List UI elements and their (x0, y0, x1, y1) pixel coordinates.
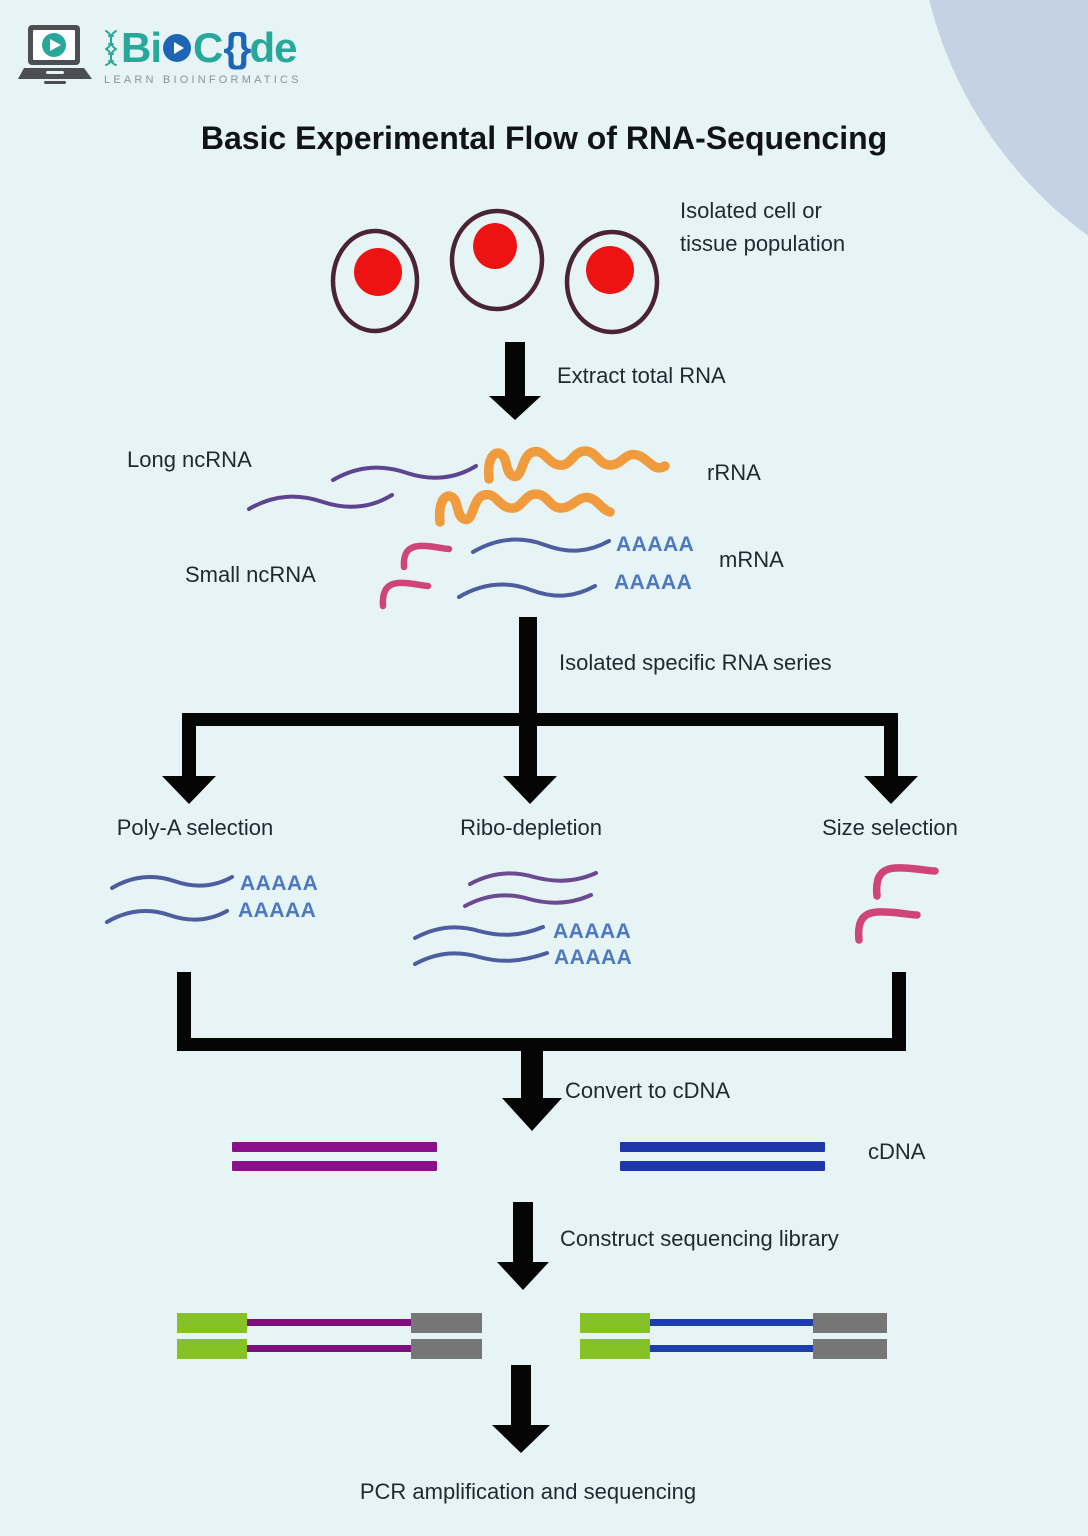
long-ncrna-label: Long ncRNA (127, 447, 252, 472)
insert-strand-blue (650, 1345, 813, 1352)
nucleus-icon (586, 246, 634, 294)
arrow-down-icon (502, 1098, 562, 1131)
biocode-logo: Bi C {} de LEARN BIOINFORMATICS (18, 24, 302, 86)
small-ncrna-label: Small ncRNA (185, 562, 316, 587)
mrna-strand (413, 925, 545, 940)
mrna-label: mRNA (719, 547, 784, 572)
rna-pool-figure (247, 446, 670, 610)
insert-strand-blue (650, 1319, 813, 1326)
nucleus-icon (354, 248, 402, 296)
construct-label: Construct sequencing library (560, 1226, 839, 1251)
nucleus-icon (473, 223, 517, 269)
brand-play-icon (163, 34, 191, 62)
small-ncrna-strand (854, 908, 921, 944)
polya-tail-text: AAAAA (240, 872, 319, 895)
cdna-strand-blue (620, 1142, 825, 1152)
convert-label: Convert to cDNA (565, 1078, 731, 1103)
polya-tail-text: AAAAA (553, 920, 632, 943)
polya-selection-figure (105, 875, 234, 924)
adapter-green (177, 1339, 247, 1359)
cdna-label: cDNA (868, 1139, 926, 1164)
arrow-down-icon (864, 776, 918, 804)
adapter-green (580, 1313, 650, 1333)
cells-label-line1: Isolated cell or (680, 198, 822, 223)
cells-label-line2: tissue population (680, 231, 846, 256)
small-ncrna-strand (400, 542, 453, 571)
mrna-strand (110, 875, 234, 890)
polya-tail-text: AAAAA (238, 899, 317, 922)
insert-strand-purple (247, 1345, 411, 1352)
long-ncrna-strand (463, 893, 593, 908)
cell-icon (449, 208, 545, 312)
arrow-down-icon (492, 1365, 550, 1453)
arrow-down-icon (162, 776, 216, 804)
mrna-strand (457, 582, 597, 599)
arrow-down-icon (503, 776, 557, 804)
polya-tail-text: AAAAA (616, 533, 695, 556)
cdna-strand-purple (232, 1142, 437, 1152)
rrna-label: rRNA (707, 460, 761, 485)
adapter-gray (411, 1313, 482, 1333)
corner-circle-decoration (917, 0, 1088, 315)
polya-tail-text: AAAAA (554, 946, 633, 969)
rrna-strand (483, 446, 670, 484)
cell-icon (330, 228, 420, 334)
rrna-strand (434, 489, 615, 527)
isolate-label: Isolated specific RNA series (559, 650, 832, 675)
long-ncrna-strand (331, 464, 478, 482)
adapter-gray (813, 1313, 887, 1333)
mrna-strand (413, 951, 549, 966)
converge-connector-arrow (177, 972, 906, 1131)
page-title: Basic Experimental Flow of RNA-Sequencin… (200, 120, 888, 156)
ribo-depletion-figure (413, 871, 598, 966)
brand-de-text: de (249, 24, 297, 71)
brand-wordmark: Bi C {} de (104, 26, 302, 70)
mrna-strand (471, 537, 611, 554)
long-ncrna-strand (247, 493, 394, 511)
long-ncrna-strand (468, 871, 598, 886)
pcr-label: PCR amplification and sequencing (359, 1479, 697, 1504)
extract-label: Extract total RNA (557, 363, 726, 388)
adapter-green (580, 1339, 650, 1359)
arrow-down-icon (489, 342, 541, 420)
brand-c-text: C (193, 24, 223, 71)
cdna-strand-purple (232, 1161, 437, 1171)
brand-bio-text: Bi (121, 24, 162, 71)
branch-label-polya: Poly-A selection (116, 815, 274, 840)
mrna-strand (105, 909, 229, 924)
size-selection-figure (854, 864, 939, 944)
laptop-icon (18, 24, 94, 84)
branch-connector-arrows (162, 617, 918, 804)
branch-label-size: Size selection (822, 815, 958, 840)
branch-label-ribo: Ribo-depletion (460, 815, 602, 840)
cell-group-figure (330, 208, 660, 335)
adapter-gray (813, 1339, 887, 1359)
polya-tail-text: AAAAA (614, 571, 693, 594)
brand-braces: {} (223, 26, 251, 70)
logo-tagline: LEARN BIOINFORMATICS (104, 74, 302, 86)
adapter-green (177, 1313, 247, 1333)
adapter-gray (411, 1339, 482, 1359)
dna-helix-icon (104, 30, 118, 66)
small-ncrna-strand (872, 864, 939, 900)
small-ncrna-strand (379, 579, 432, 610)
cdna-strand-blue (620, 1161, 825, 1171)
cell-icon (564, 229, 660, 335)
insert-strand-purple (247, 1319, 411, 1326)
arrow-down-icon (497, 1202, 549, 1290)
